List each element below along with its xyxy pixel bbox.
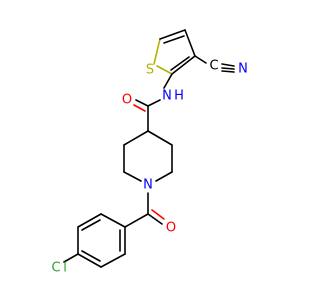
bond-bz-3-double: [81, 250, 101, 262]
bond-cn-triple-3: [221, 70, 235, 73]
bond-pip-4: [123, 171, 142, 182]
bond-cn-triple-1: [221, 63, 235, 67]
bond-c3-cn: [194, 55, 207, 64]
bond-c5-c4: [159, 29, 186, 40]
bond-bz-cl: [63, 253, 79, 263]
bond-bz-3: [77, 253, 102, 268]
bond-c2-s: [156, 65, 173, 75]
bond-pip-1: [147, 130, 173, 146]
bond-bz-5-double: [81, 219, 101, 231]
atom-nitrile-n: N: [238, 62, 248, 77]
atom-benzoyl-o: O: [166, 221, 176, 236]
bond-carbonyl-o: [135, 99, 149, 107]
piperidine-ring: [123, 130, 173, 182]
bond-carbonyl2-o-double: [151, 209, 165, 220]
molecule-structure-diagram: S C N N H O N O C l: [51, 29, 248, 276]
bond-carbonyl2-ring: [124, 213, 149, 228]
atom-amide-n: N: [162, 89, 172, 104]
bond-carbonyl-o-double: [133, 104, 146, 112]
bond-bz-2: [100, 253, 126, 268]
bond-c4-c3: [184, 29, 196, 57]
bond-c2-nh: [163, 73, 173, 89]
bond-nh-carbonyl: [147, 99, 161, 107]
bond-c3-c2-double: [170, 56, 190, 71]
atom-chlorine-l: l: [63, 261, 67, 276]
bond-bz-5: [77, 213, 102, 228]
thiophene-ring: [153, 29, 196, 75]
bond-pip-3: [155, 171, 173, 182]
atom-amide-o: O: [122, 93, 132, 108]
bond-carbonyl2-o: [147, 213, 163, 225]
bond-cn-triple-2: [221, 67, 235, 70]
bond-bz-6: [100, 213, 126, 228]
nitrile-group: [194, 55, 235, 73]
atom-piperidine-n: N: [143, 178, 153, 193]
atom-amide-h: H: [174, 89, 184, 104]
amide-linkage: [133, 73, 173, 132]
bond-c5-c4-double: [163, 35, 185, 44]
benzene-ring: [63, 213, 126, 268]
atom-nitrile-c: C: [209, 59, 218, 74]
atom-s: S: [146, 63, 154, 78]
atom-chlorine-c: C: [51, 261, 60, 276]
benzoyl-carbonyl: [124, 192, 165, 228]
atom-labels: S C N N H O N O C l: [51, 59, 247, 276]
bond-s-c5: [153, 38, 161, 65]
bond-c3-c2: [171, 55, 196, 75]
bond-pip-6: [123, 130, 149, 146]
